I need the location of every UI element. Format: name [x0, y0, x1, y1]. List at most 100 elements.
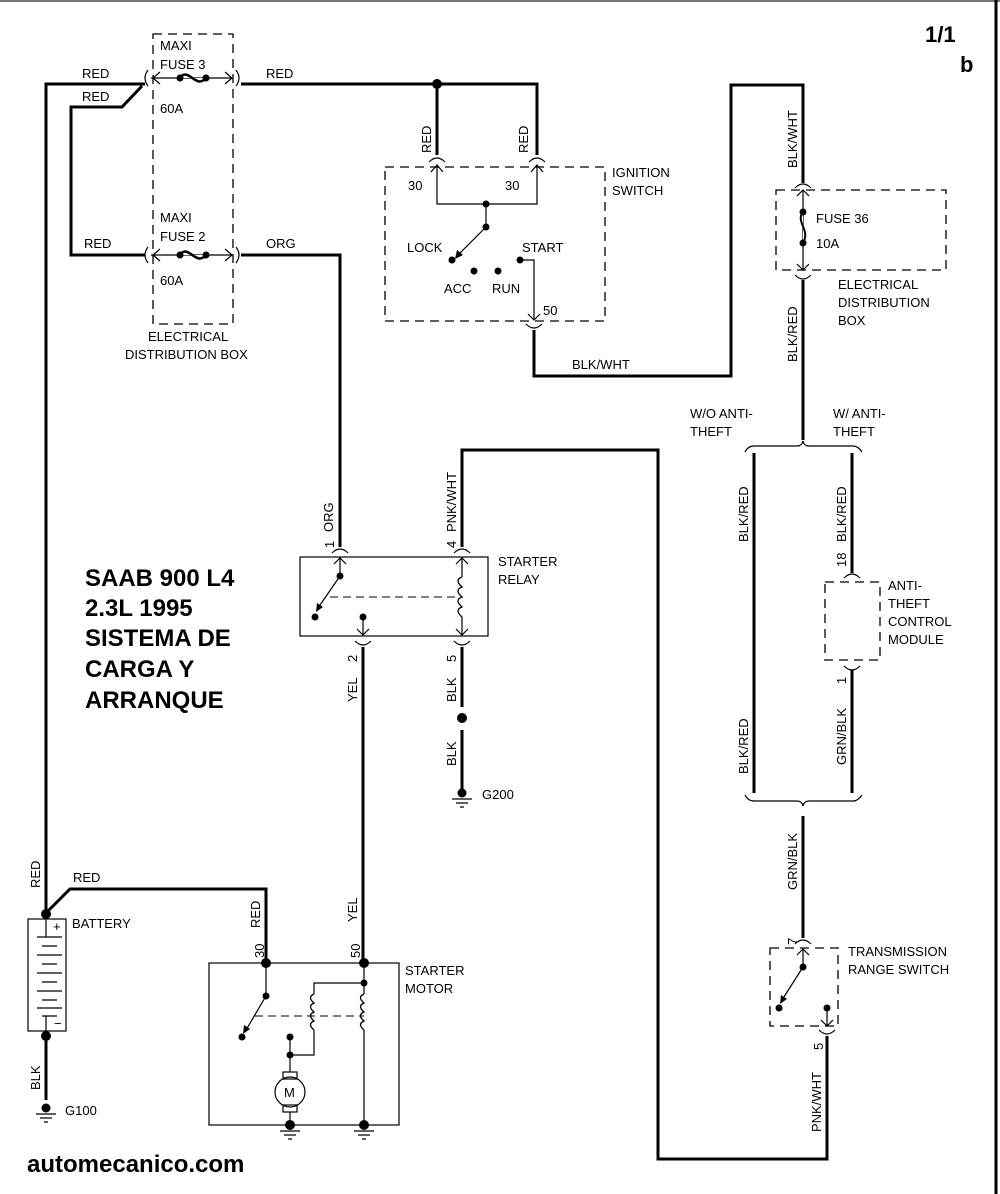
ignition-pin-50: 50	[543, 303, 557, 318]
wire-red-battery-fuse3	[44, 82, 145, 915]
relay-pin-5: 5	[444, 655, 459, 662]
wire-label-red: RED	[82, 89, 109, 104]
wire-label-red: RED	[28, 861, 43, 888]
starter-relay: 1 4 2 5 STARTER RELAY	[299, 541, 557, 662]
wire-label-blk: BLK	[444, 741, 459, 766]
fuse-icon	[799, 211, 807, 244]
wire-red-battery-starter	[44, 887, 268, 963]
module-label-3: CONTROL	[888, 614, 952, 629]
module-pin-18: 18	[834, 553, 849, 567]
wire-label-pnkwht: PNK/WHT	[809, 1072, 824, 1132]
wire-org-fuse2-relay	[241, 253, 342, 547]
battery-cells-icon	[37, 919, 62, 1031]
title-line-3: SISTEMA DE	[85, 625, 231, 652]
wire-pnkwht-trs-relay	[460, 448, 829, 1161]
pull-coil-icon	[359, 993, 366, 1031]
position-lock: LOCK	[407, 240, 443, 255]
starter-label-2: MOTOR	[405, 981, 453, 996]
ignition-pin-30a: 30	[408, 178, 422, 193]
option-brace-bottom	[744, 794, 863, 807]
position-run: RUN	[492, 281, 520, 296]
motor-icon	[274, 1076, 306, 1108]
ground-g200-label: G200	[482, 787, 514, 802]
wire-label-pnkwht: PNK/WHT	[444, 472, 459, 532]
wire-label-red: RED	[266, 66, 293, 81]
relay-pin-1: 1	[322, 541, 337, 548]
battery-plus: +	[53, 919, 61, 934]
starter-pin-50: 50	[348, 944, 363, 958]
ground-icon	[280, 1130, 300, 1140]
relay-label-1: STARTER	[498, 554, 557, 569]
option-brace-top	[744, 440, 863, 453]
title-line-2: 2.3L 1995	[85, 595, 193, 622]
splice-dot	[457, 713, 467, 723]
title-line-4: CARGA Y	[85, 656, 194, 683]
page-sub: b	[960, 52, 973, 77]
ignition-switch: IGNITION SWITCH RED RED 30 30 LOCK ACC R…	[384, 126, 670, 329]
page-number: 1/1	[925, 22, 956, 47]
fuse2-name-2: FUSE 2	[160, 229, 206, 244]
fuse36-rating: 10A	[816, 236, 839, 251]
wire-label-red: RED	[248, 901, 263, 928]
wire-label-blkred: BLK/RED	[834, 486, 849, 542]
wire-label-blkwht: BLK/WHT	[572, 357, 630, 372]
position-acc: ACC	[444, 281, 471, 296]
wire-label-blk: BLK	[444, 677, 459, 702]
title-line-5: ARRANQUE	[85, 687, 224, 714]
diagram-title: SAAB 900 L4 2.3L 1995 SISTEMA DE CARGA Y…	[85, 565, 235, 714]
relay-coil-icon	[457, 576, 464, 618]
transmission-range-switch: 7 5 TRANSMISSION RANGE SWITCH	[769, 938, 949, 1050]
wire-label-blkred: BLK/RED	[736, 718, 751, 774]
wire-label-red: RED	[82, 66, 109, 81]
main-distribution-box: MAXI FUSE 3 60A MAXI FUSE 2 60A ELECTRIC…	[125, 33, 248, 362]
trs-pin-7: 7	[785, 938, 800, 945]
ground-icon	[452, 788, 472, 808]
fuse36-name: FUSE 36	[816, 211, 869, 226]
wire-blkwht-ignition-fuse36	[532, 83, 805, 378]
module-label-2: THEFT	[888, 596, 930, 611]
ground-icon	[354, 1130, 374, 1140]
wire-label-blk: BLK	[28, 1065, 43, 1090]
wire-label-yel: YEL	[345, 897, 360, 922]
site-watermark: automecanico.com	[27, 1151, 244, 1178]
fuse-icon	[144, 69, 240, 87]
trs-label-2: RANGE SWITCH	[848, 962, 949, 977]
main-box-label-2: DISTRIBUTION BOX	[125, 347, 248, 362]
motor-symbol: M	[284, 1085, 295, 1100]
fuse36-box-label-3: BOX	[838, 313, 866, 328]
relay-label-2: RELAY	[498, 572, 540, 587]
wire-label-blkred: BLK/RED	[736, 486, 751, 542]
anti-theft-module: 18 1 ANTI- THEFT CONTROL MODULE	[824, 553, 952, 684]
trs-pin-5: 5	[811, 1043, 826, 1050]
starter-label-1: STARTER	[405, 963, 464, 978]
ground-icon	[36, 1103, 56, 1123]
wire-label-blkred: BLK/RED	[785, 306, 800, 362]
hold-coil-icon	[309, 993, 316, 1031]
fuse36-box-label-2: DISTRIBUTION	[838, 295, 930, 310]
ignition-pin-30b: 30	[505, 178, 519, 193]
wire-label-org: ORG	[266, 236, 296, 251]
lock-contact	[448, 256, 456, 264]
wire-label-red: RED	[419, 126, 434, 153]
module-pin-1: 1	[834, 677, 849, 684]
splice-dot	[432, 79, 442, 89]
ignition-label-2: SWITCH	[612, 183, 663, 198]
module-label-1: ANTI-	[888, 578, 922, 593]
option-without-1: W/O ANTI-	[690, 406, 753, 421]
option-with-2: THEFT	[833, 424, 875, 439]
starter-motor: 30 50 STARTER MOTOR M	[208, 944, 464, 1130]
ground-g100-label: G100	[65, 1103, 97, 1118]
wire-label-grnblk: GRN/BLK	[834, 708, 849, 765]
position-start: START	[522, 240, 563, 255]
option-with-1: W/ ANTI-	[833, 406, 886, 421]
main-box-label-1: ELECTRICAL	[148, 329, 228, 344]
wire-label-red: RED	[84, 236, 111, 251]
wire-label-red: RED	[516, 126, 531, 153]
option-without-2: THEFT	[690, 424, 732, 439]
fuse2-name-1: MAXI	[160, 210, 192, 225]
fuse36-box-label-1: ELECTRICAL	[838, 277, 918, 292]
battery-label: BATTERY	[72, 916, 131, 931]
fuse3-rating: 60A	[160, 101, 183, 116]
starter-pin-30: 30	[252, 944, 267, 958]
